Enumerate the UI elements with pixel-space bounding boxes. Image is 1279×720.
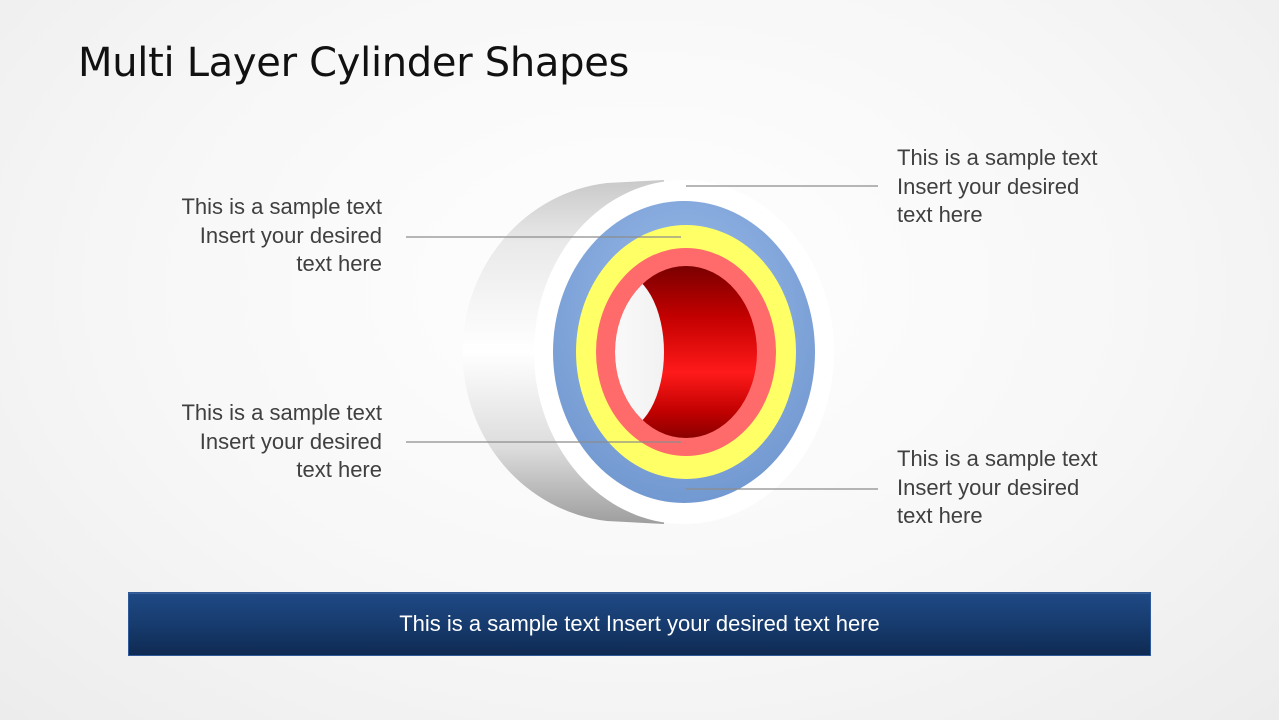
callout-line: This is a sample text	[181, 194, 382, 219]
callout-line: text here	[296, 251, 382, 276]
callout-bottom-left: This is a sample text Insert your desire…	[164, 399, 382, 485]
callout-bottom-right: This is a sample text Insert your desire…	[897, 445, 1137, 531]
callout-line: text here	[897, 202, 983, 227]
summary-banner: This is a sample text Insert your desire…	[128, 592, 1151, 656]
callout-line: This is a sample text	[181, 400, 382, 425]
callout-line: This is a sample text	[897, 446, 1098, 471]
callout-top-right: This is a sample text Insert your desire…	[897, 144, 1137, 230]
callout-line: text here	[296, 457, 382, 482]
callout-line: text here	[897, 503, 983, 528]
callout-top-left: This is a sample text Insert your desire…	[164, 193, 382, 279]
callout-line: Insert your desired	[897, 173, 1080, 199]
banner-text: This is a sample text Insert your desire…	[399, 611, 880, 636]
callout-line: This is a sample text	[897, 145, 1098, 170]
inner-tube	[615, 266, 757, 438]
callout-line: Insert your desired	[897, 474, 1080, 500]
callout-line: Insert your desired	[199, 222, 382, 248]
slide-title: Multi Layer Cylinder Shapes	[78, 40, 630, 86]
callout-line: Insert your desired	[199, 428, 382, 454]
